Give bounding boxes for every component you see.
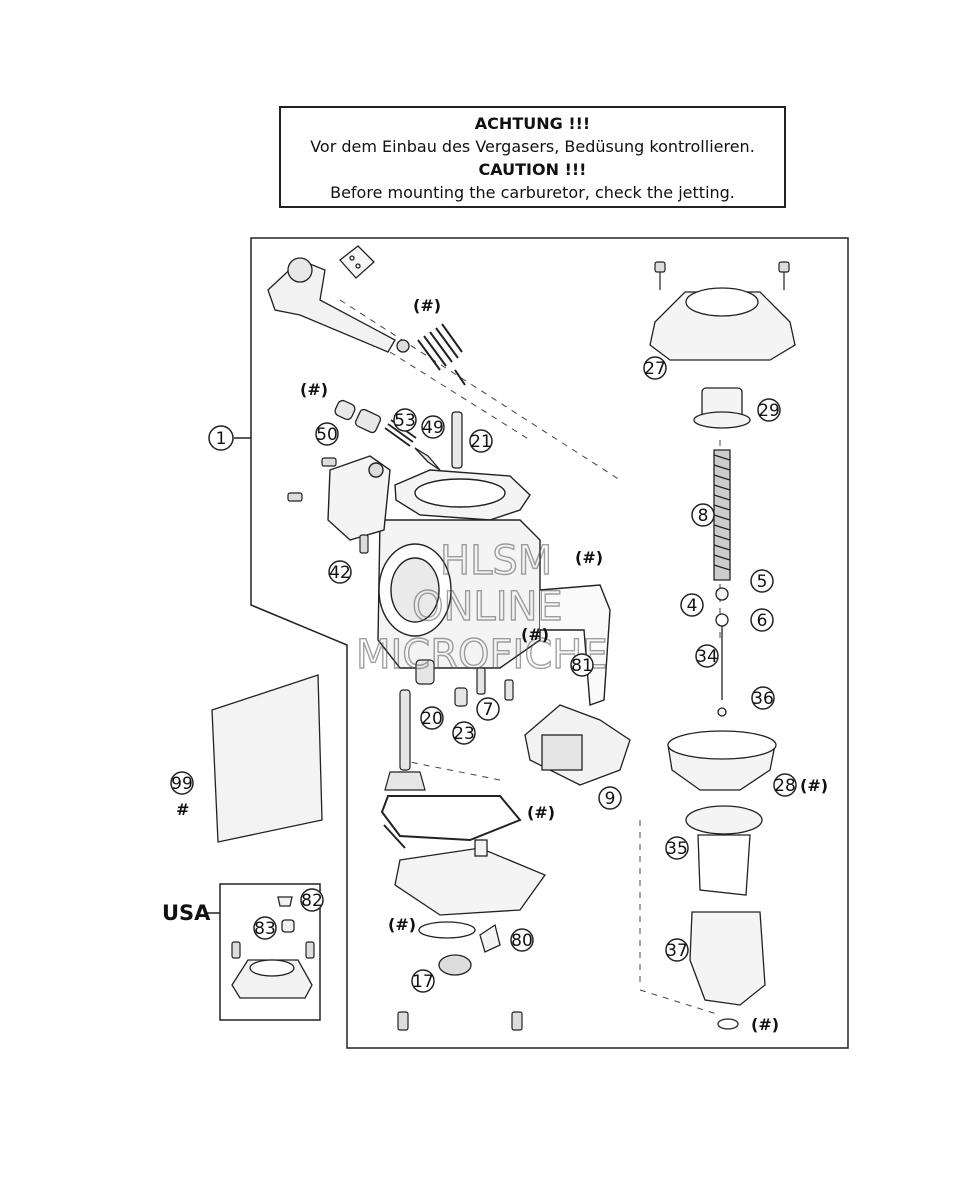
- caution-box: ACHTUNG !!! Vor dem Einbau des Vergasers…: [279, 106, 786, 208]
- caution-heading-en: CAUTION !!!: [478, 160, 587, 179]
- vacuum-piston-parts: [649, 287, 796, 1030]
- callout-circle-8: [691, 503, 715, 527]
- jets: [384, 659, 514, 791]
- callout-circle-6: [750, 608, 774, 632]
- usa-label: USA: [162, 901, 211, 925]
- callout-circle-4: [680, 593, 704, 617]
- assembly-frame: [250, 237, 849, 1049]
- idle-adjuster-parts: [334, 399, 463, 471]
- hash-marker-jet: (#): [521, 625, 549, 644]
- callout-99: 99: [171, 774, 193, 794]
- callout-29: 29: [758, 401, 780, 421]
- callout-circle-53: [393, 408, 417, 432]
- callout-circle-80: [510, 928, 534, 952]
- callout-circle-1: [208, 425, 234, 451]
- callout-6: 6: [757, 611, 768, 631]
- callout-21: 21: [470, 432, 492, 452]
- throttle-return-spring: [417, 323, 466, 386]
- hash-marker-manual: #: [176, 800, 189, 819]
- hash-marker-oring: (#): [388, 915, 416, 934]
- callout-circle-35: [665, 836, 689, 860]
- manual-booklet: [211, 674, 323, 843]
- callout-23: 23: [453, 724, 475, 744]
- callout-circle-29: [757, 398, 781, 422]
- throttle-shaft-assembly: [267, 245, 466, 386]
- starter-valve: [524, 704, 631, 786]
- callout-17: 17: [412, 972, 434, 992]
- caution-heading-de: ACHTUNG !!!: [474, 114, 591, 133]
- callout-circle-9: [598, 786, 622, 810]
- hash-marker-diaphragm: (#): [800, 776, 828, 795]
- callout-7: 7: [483, 700, 494, 720]
- callout-circle-28: [773, 773, 797, 797]
- callout-20: 20: [421, 709, 443, 729]
- callout-circle-21: [469, 429, 493, 453]
- callout-53: 53: [394, 411, 416, 431]
- caution-text-en: Before mounting the carburetor, check th…: [330, 183, 735, 202]
- callout-42: 42: [329, 563, 351, 583]
- hash-marker-adjuster: (#): [300, 380, 328, 399]
- callout-28: 28: [774, 776, 796, 796]
- usa-inset-parts: [231, 896, 313, 999]
- callout-4: 4: [687, 596, 698, 616]
- watermark-line-2: ONLINE: [412, 584, 563, 630]
- callout-circle-7: [476, 697, 500, 721]
- callout-circle-81: [570, 653, 594, 677]
- screws: [231, 261, 790, 1031]
- callout-5: 5: [757, 572, 768, 592]
- callout-circle-27: [643, 356, 667, 380]
- callout-36: 36: [752, 689, 774, 709]
- callout-circle-36: [751, 686, 775, 710]
- callout-8: 8: [698, 506, 709, 526]
- hash-marker-gasket: (#): [527, 803, 555, 822]
- carburetor-body: [327, 455, 611, 706]
- watermark: HLSM ONLINE MICROFICHE: [355, 537, 608, 678]
- callout-circle-37: [665, 938, 689, 962]
- callout-80: 80: [511, 931, 533, 951]
- callout-83: 83: [254, 919, 276, 939]
- callout-circle-5: [750, 569, 774, 593]
- callout-circle-42: [328, 560, 352, 584]
- callout-82: 82: [301, 891, 323, 911]
- hash-marker-body: (#): [575, 548, 603, 567]
- callout-circle-34: [695, 644, 719, 668]
- callout-27: 27: [644, 359, 666, 379]
- watermark-line-3: MICROFICHE: [356, 632, 608, 678]
- watermark-line-1: HLSM: [440, 538, 552, 584]
- callout-circle-17: [411, 969, 435, 993]
- callout-circle-49: [421, 415, 445, 439]
- callout-1: 1: [216, 429, 227, 449]
- callout-9: 9: [605, 789, 616, 809]
- callout-34: 34: [696, 647, 718, 667]
- callout-37: 37: [666, 941, 688, 961]
- callout-50: 50: [316, 425, 338, 445]
- callout-81: 81: [571, 656, 593, 676]
- callout-circle-82: [300, 888, 324, 912]
- hash-marker-throttle: (#): [413, 296, 441, 315]
- callout-circle-50: [315, 422, 339, 446]
- callout-circle-99: [170, 771, 194, 795]
- callout-circle-23: [452, 721, 476, 745]
- callout-circle-83: [253, 916, 277, 940]
- callout-35: 35: [666, 839, 688, 859]
- caution-text-de: Vor dem Einbau des Vergasers, Bedüsung k…: [310, 137, 755, 156]
- usa-inset-box: [219, 883, 321, 1021]
- float-bowl: [380, 795, 547, 976]
- hash-marker-seal: (#): [751, 1015, 779, 1034]
- callout-49: 49: [422, 418, 444, 438]
- callout-circle-20: [420, 706, 444, 730]
